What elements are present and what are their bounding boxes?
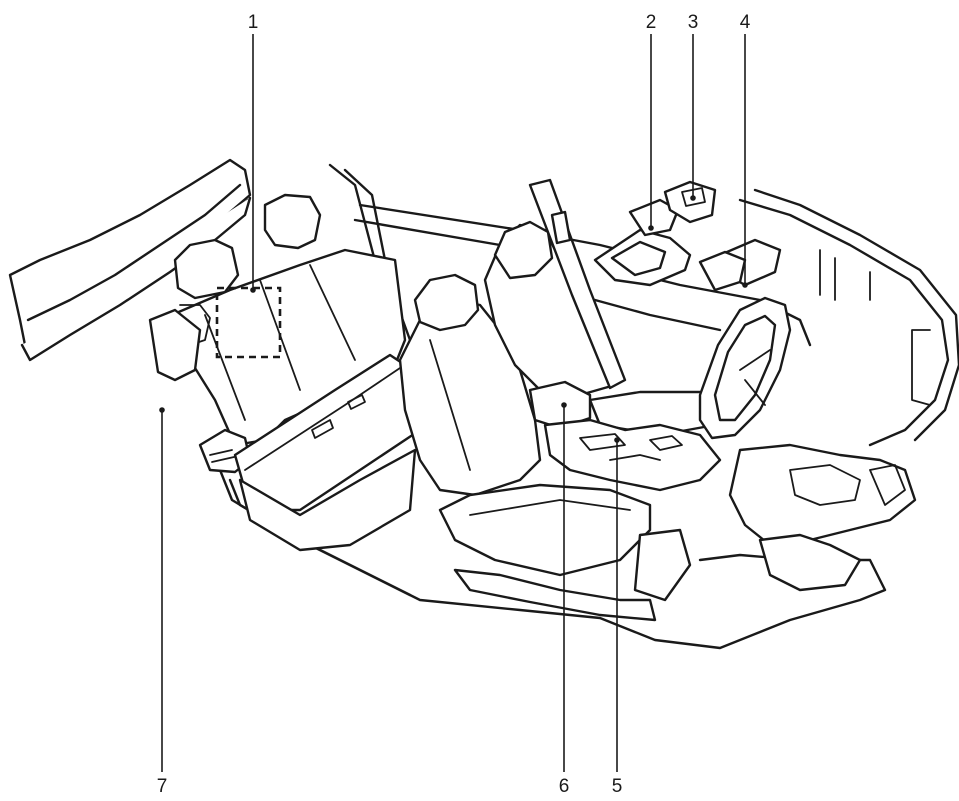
callout-6: 6 <box>559 776 570 797</box>
callout-1: 1 <box>248 12 259 33</box>
callout-2: 2 <box>646 12 657 33</box>
callout-3: 3 <box>688 12 699 33</box>
rear-liftgate <box>8 158 252 362</box>
callout-labels: 1 2 3 4 5 6 7 <box>157 12 751 797</box>
dashboard <box>593 263 917 592</box>
overhead-console <box>593 180 782 292</box>
callout-5: 5 <box>612 776 623 797</box>
callout-leaders <box>159 34 748 772</box>
highlight-box <box>215 286 282 359</box>
rear-bench-seat <box>148 193 422 552</box>
front-left-seat <box>398 273 692 622</box>
callout-4: 4 <box>740 12 751 33</box>
center-console <box>528 380 722 492</box>
callout-7: 7 <box>157 776 168 797</box>
